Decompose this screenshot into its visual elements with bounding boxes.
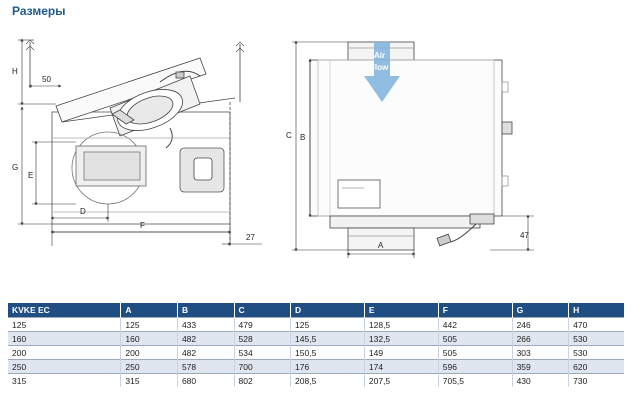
- table-cell: 132,5: [363, 331, 439, 346]
- table-cell: 620: [568, 359, 624, 374]
- dimension-drawing: H G E D F 50 27 Air Flow: [12, 38, 534, 258]
- side-view: [25, 39, 245, 244]
- table-cell: 505: [437, 345, 513, 360]
- dim-label-b: B: [300, 133, 305, 142]
- table-cell: 530: [568, 345, 624, 360]
- table-cell: 430: [511, 373, 569, 387]
- table-cell: 207,5: [363, 373, 439, 387]
- table-cell: 315: [8, 373, 121, 387]
- front-view: [309, 41, 513, 251]
- table-cell: 176: [290, 359, 365, 374]
- table-cell: 200: [8, 345, 121, 360]
- table-cell: 125: [8, 317, 121, 332]
- dim-label-f: F: [140, 221, 145, 230]
- table-row: 160 160 482 528 145,5 132,5 505 266 530: [8, 331, 624, 346]
- table-cell: 700: [233, 359, 291, 374]
- table-header: A: [120, 303, 178, 318]
- table-cell: 442: [437, 317, 513, 332]
- table-cell: 250: [8, 359, 121, 374]
- dim-label-e: E: [28, 171, 33, 180]
- table-cell: 596: [437, 359, 513, 374]
- table-cell: 578: [176, 359, 234, 374]
- table-cell: 128,5: [363, 317, 439, 332]
- table-cell: 534: [233, 345, 291, 360]
- dim-label-g: G: [12, 163, 18, 172]
- table-cell: 145,5: [290, 331, 365, 346]
- table-row: 315 315 680 802 208,5 207,5 705,5 430 73…: [8, 373, 624, 387]
- table-header-row: KVKE EC A B C D E F G H: [8, 303, 624, 318]
- table-cell: 802: [233, 373, 291, 387]
- table-header: C: [233, 303, 291, 318]
- table-cell: 482: [176, 331, 234, 346]
- table-cell: 160: [8, 331, 121, 346]
- table-cell: 705,5: [437, 373, 513, 387]
- table-cell: 315: [120, 373, 178, 387]
- table-header: KVKE EC: [8, 303, 121, 318]
- dimensions-table: KVKE EC A B C D E F G H 125 125 433 479 …: [8, 303, 624, 387]
- table-cell: 174: [363, 359, 439, 374]
- table-row: 200 200 482 534 150,5 149 505 303 530: [8, 345, 624, 360]
- table-cell: 530: [568, 331, 624, 346]
- table-cell: 479: [233, 317, 291, 332]
- table-header: E: [363, 303, 439, 318]
- table-cell: 200: [120, 345, 178, 360]
- table-cell: 433: [176, 317, 234, 332]
- page-title: Размеры: [12, 4, 66, 18]
- dim-label-27: 27: [246, 233, 255, 242]
- table-cell: 160: [120, 331, 178, 346]
- table-cell: 208,5: [290, 373, 365, 387]
- airflow-arrow-icon: Air Flow: [364, 42, 400, 102]
- table-cell: 482: [176, 345, 234, 360]
- dim-label-h: H: [12, 67, 18, 76]
- table-cell: 680: [176, 373, 234, 387]
- table-cell: 125: [120, 317, 178, 332]
- table-cell: 149: [363, 345, 439, 360]
- table-header: H: [568, 303, 624, 318]
- table-cell: 528: [233, 331, 291, 346]
- table-header: B: [176, 303, 234, 318]
- table-cell: 250: [120, 359, 178, 374]
- table-header: G: [511, 303, 569, 318]
- table-row: 125 125 433 479 125 128,5 442 246 470: [8, 317, 624, 332]
- dim-label-d: D: [80, 207, 86, 216]
- table-cell: 505: [437, 331, 513, 346]
- table-cell: 266: [511, 331, 569, 346]
- dim-label-c: C: [286, 131, 292, 140]
- airflow-text-air: Air: [374, 51, 385, 60]
- dim-label-47: 47: [520, 231, 529, 240]
- table-row: 250 250 578 700 176 174 596 359 620: [8, 359, 624, 374]
- table-header: F: [437, 303, 513, 318]
- table-cell: 125: [290, 317, 365, 332]
- table-header: D: [290, 303, 365, 318]
- dim-label-a: A: [378, 241, 384, 250]
- table-cell: 303: [511, 345, 569, 360]
- dim-label-50: 50: [42, 75, 51, 84]
- airflow-text-flow: Flow: [370, 63, 389, 72]
- table-cell: 730: [568, 373, 624, 387]
- table-cell: 246: [511, 317, 569, 332]
- table-cell: 470: [568, 317, 624, 332]
- table-cell: 150,5: [290, 345, 365, 360]
- table-cell: 359: [511, 359, 569, 374]
